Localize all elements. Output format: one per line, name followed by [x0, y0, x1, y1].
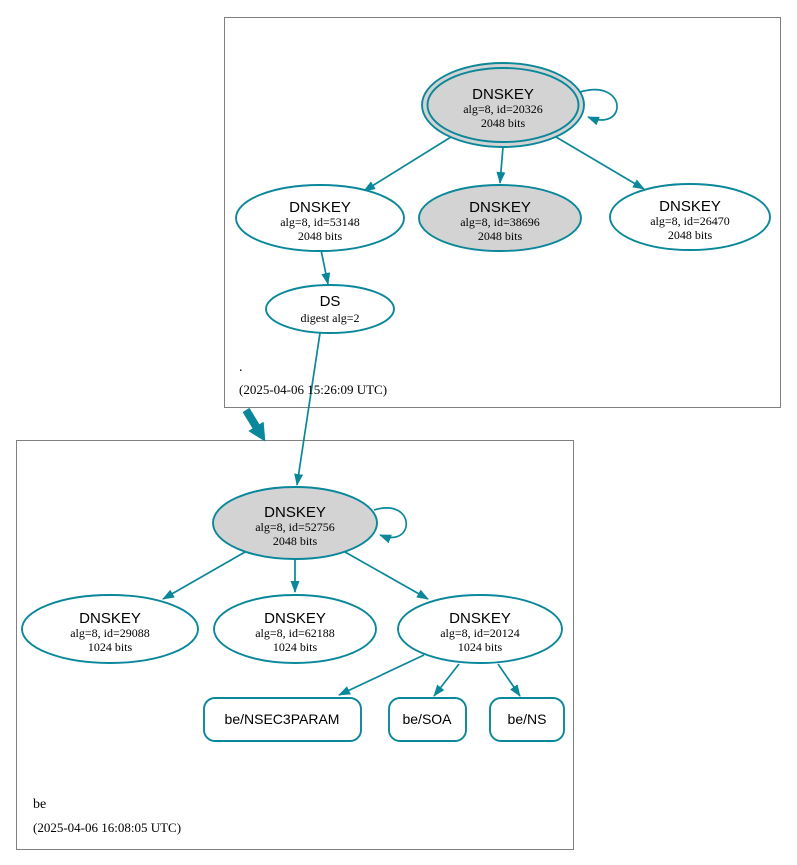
dnskey-bits: 1024 bits	[273, 640, 318, 654]
dnskey-29088-ellipse	[21, 594, 199, 664]
rrset-node: be/NSEC3PARAM	[203, 697, 362, 742]
root-zone-label: .	[239, 360, 243, 375]
dnskey-bits: 2048 bits	[478, 229, 523, 243]
edge-root-ksk-to-dnskey-26470	[555, 136, 645, 190]
trust-anchor-dnskey-node: DNSKEY alg=8, id=20326 2048 bits	[421, 62, 585, 148]
dnskey-title: DNSKEY	[659, 198, 721, 215]
be-zone-timestamp: (2025-04-06 16:08:05 UTC)	[33, 820, 181, 835]
dnskey-title: DNSKEY	[264, 504, 326, 521]
dnskey-alg-id: alg=8, id=52756	[255, 520, 335, 534]
soa-rrset-box	[388, 697, 467, 742]
dnskey-node: DNSKEY alg=8, id=62188 1024 bits	[213, 594, 377, 664]
dnskey-38696-ellipse	[418, 184, 582, 252]
dnskey-26470-ellipse	[609, 183, 771, 251]
dnskey-62188-ellipse	[213, 594, 377, 664]
dnskey-title: DNSKEY	[79, 610, 141, 627]
dnskey-alg-id: alg=8, id=20326	[463, 102, 543, 116]
edge-zsk-53148-to-ds	[320, 249, 331, 285]
ds-node: DS digest alg=2	[265, 284, 395, 334]
edge-root-ksk-self-loop	[579, 89, 618, 126]
edge-zsk-20124-to-ns	[497, 663, 521, 697]
be-zone-label: be	[33, 797, 46, 812]
rrset-label: be/NSEC3PARAM	[225, 711, 340, 727]
rrset-label: be/NS	[508, 711, 547, 727]
ds-digest-alg: digest alg=2	[300, 311, 359, 325]
dnskey-53148-ellipse	[235, 184, 405, 252]
edge-zsk-20124-to-soa	[433, 663, 460, 697]
root-zone-timestamp: (2025-04-06 15:26:09 UTC)	[239, 382, 387, 397]
dnskey-alg-id: alg=8, id=20124	[440, 626, 520, 640]
dnskey-node: DNSKEY alg=8, id=20124 1024 bits	[397, 594, 563, 664]
dnskey-node: DNSKEY alg=8, id=26470 2048 bits	[609, 183, 771, 251]
dnskey-bits: 1024 bits	[458, 640, 503, 654]
dnskey-20326-inner-ring	[426, 67, 580, 143]
dnskey-title: DNSKEY	[472, 86, 534, 103]
edge-zsk-20124-to-nsec3param	[338, 654, 425, 696]
edge-ds-to-be-ksk	[294, 332, 321, 486]
ns-rrset-box	[489, 697, 565, 742]
dnskey-node: DNSKEY alg=8, id=53148 2048 bits	[235, 184, 405, 252]
rrset-label: be/SOA	[402, 711, 452, 727]
dnskey-20326-outer-ring	[421, 62, 585, 148]
delegation-arrow-root-to-be	[242, 407, 266, 442]
dnskey-52756-ellipse	[212, 486, 378, 560]
dnskey-bits: 2048 bits	[273, 534, 318, 548]
dnskey-node: DNSKEY alg=8, id=38696 2048 bits	[418, 184, 582, 252]
edge-be-ksk-to-zsk-20124	[344, 551, 429, 600]
dnskey-bits: 2048 bits	[298, 229, 343, 243]
dnskey-title: DNSKEY	[289, 199, 351, 216]
be-zone-cluster-box	[16, 440, 574, 850]
dnskey-alg-id: alg=8, id=26470	[650, 214, 730, 228]
dnskey-bits: 2048 bits	[668, 228, 713, 242]
edge-be-ksk-self-loop	[373, 507, 408, 544]
dnskey-alg-id: alg=8, id=29088	[70, 626, 150, 640]
dnskey-title: DNSKEY	[264, 610, 326, 627]
dnskey-20124-ellipse	[397, 594, 563, 664]
dnskey-title: DNSKEY	[449, 610, 511, 627]
dnskey-node: DNSKEY alg=8, id=29088 1024 bits	[21, 594, 199, 664]
edge-be-ksk-to-zsk-29088	[162, 551, 246, 600]
edge-root-ksk-to-zsk-53148	[363, 136, 452, 192]
root-zone-cluster-box	[224, 17, 781, 408]
dnskey-bits: 1024 bits	[88, 640, 133, 654]
dnskey-bits: 2048 bits	[481, 116, 526, 130]
dnskey-title: DNSKEY	[469, 199, 531, 216]
edge-root-ksk-to-dnskey-38696	[496, 146, 506, 184]
dnskey-alg-id: alg=8, id=53148	[280, 215, 360, 229]
dnskey-alg-id: alg=8, id=62188	[255, 626, 335, 640]
dnskey-alg-id: alg=8, id=38696	[460, 215, 540, 229]
ds-title: DS	[320, 293, 341, 310]
rrset-node: be/NS	[489, 697, 565, 742]
ds-ellipse	[265, 284, 395, 334]
rrset-node: be/SOA	[388, 697, 467, 742]
nsec3param-rrset-box	[203, 697, 362, 742]
ksk-dnskey-node: DNSKEY alg=8, id=52756 2048 bits	[212, 486, 378, 560]
